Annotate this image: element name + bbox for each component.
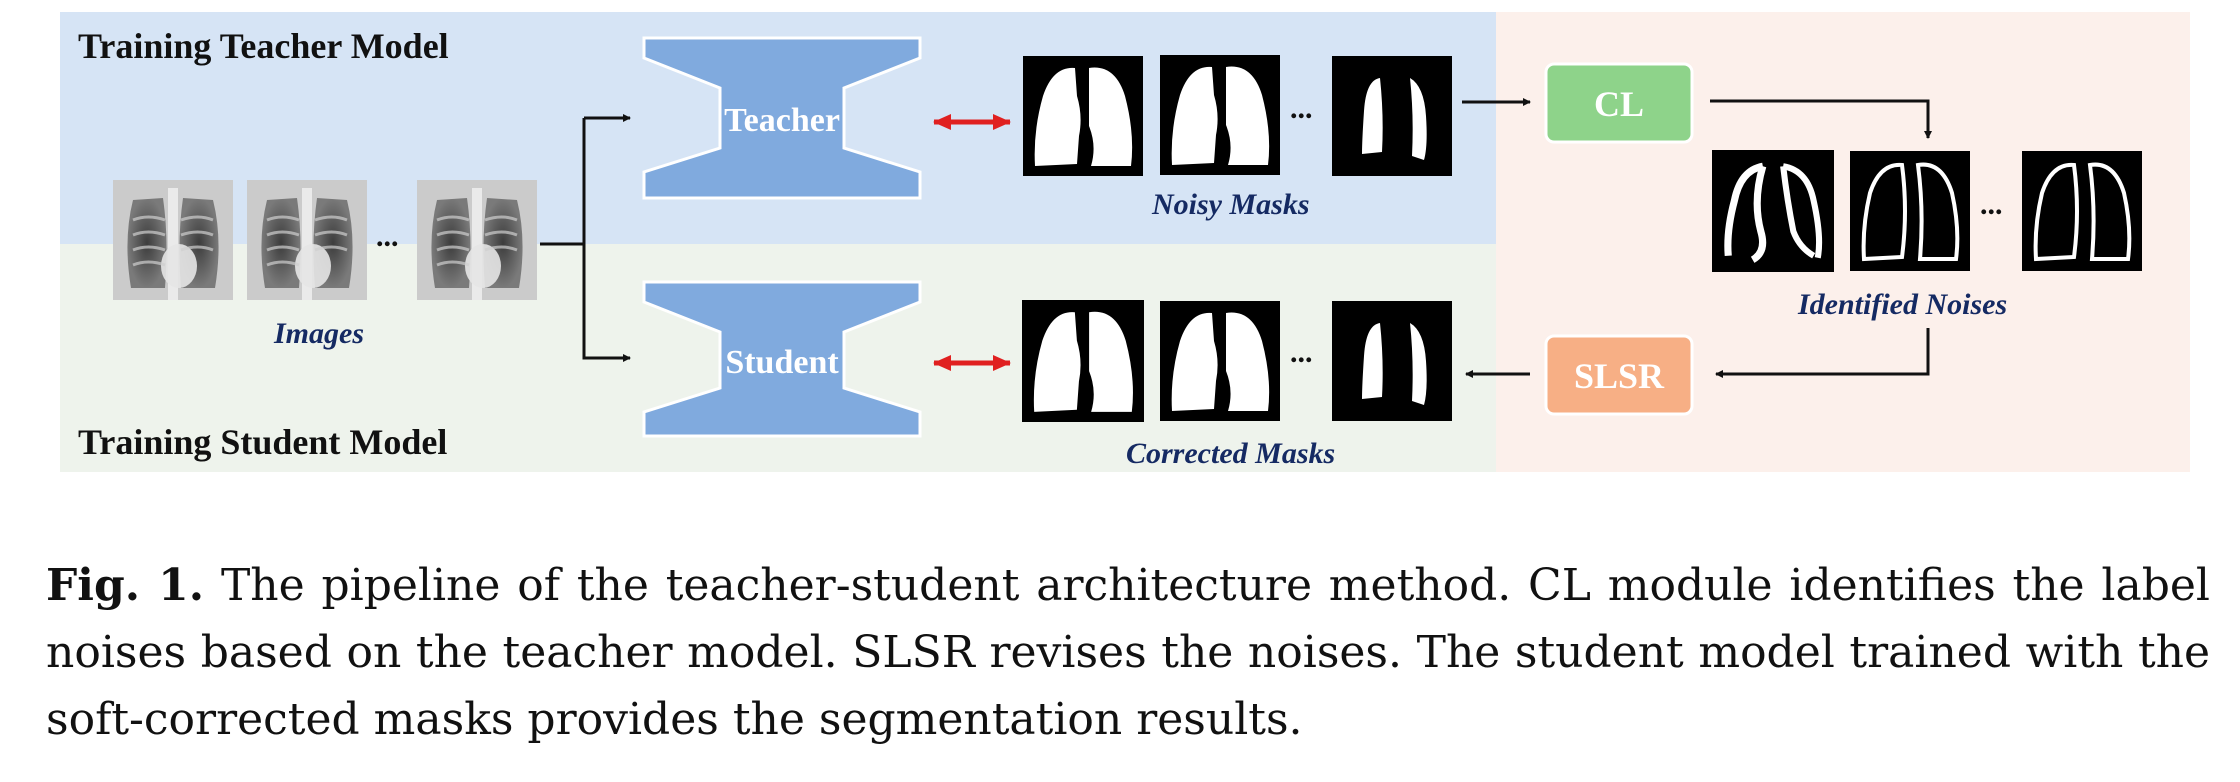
teacher-network-shape	[642, 36, 922, 200]
mask-image	[1023, 56, 1143, 176]
corrected-masks: ...	[1022, 300, 1452, 422]
section-label-teacher: Training Teacher Model	[78, 26, 449, 66]
noisy-masks-label: Noisy Masks	[1151, 188, 1310, 221]
xray-image	[112, 180, 234, 300]
cl-label: CL	[1594, 84, 1644, 124]
slsr-label: SLSR	[1574, 356, 1665, 396]
noise-image	[2022, 151, 2142, 271]
teacher-label: Teacher	[724, 102, 840, 139]
xray-image	[246, 180, 368, 300]
arrow-noises-to-slsr	[1715, 328, 1930, 378]
identified-noises-label: Identified Noises	[1797, 288, 2007, 321]
corrected-masks-label: Corrected Masks	[1126, 437, 1335, 470]
caption-text: The pipeline of the teacher-student arch…	[46, 560, 2210, 745]
mask-image	[1022, 300, 1144, 422]
student-label: Student	[725, 344, 839, 381]
ellipsis: ...	[376, 220, 399, 253]
section-label-student: Training Student Model	[78, 422, 447, 462]
arrow-cl-to-noises	[1710, 99, 1932, 139]
slsr-module	[1544, 334, 1694, 416]
ellipsis: ...	[1290, 92, 1313, 125]
mask-image	[1160, 55, 1280, 175]
images-label: Images	[273, 317, 364, 350]
noisy-masks: ...	[1023, 55, 1452, 176]
figure-caption: Fig. 1. The pipeline of the teacher-stud…	[46, 552, 2210, 753]
cl-module	[1544, 62, 1694, 144]
noise-image	[1850, 151, 1970, 271]
arrow-to-student	[582, 244, 631, 362]
input-images: ...	[112, 180, 538, 300]
caption-prefix: Fig. 1.	[46, 560, 205, 611]
ellipsis: ...	[1290, 336, 1313, 369]
mask-image	[1332, 301, 1452, 421]
xray-image	[416, 180, 538, 300]
mask-image	[1160, 301, 1280, 421]
mask-image	[1332, 56, 1452, 176]
ellipsis: ...	[1980, 188, 2003, 221]
student-network-shape	[642, 280, 922, 438]
noise-image	[1712, 150, 1834, 272]
identified-noises: ...	[1712, 150, 2142, 272]
